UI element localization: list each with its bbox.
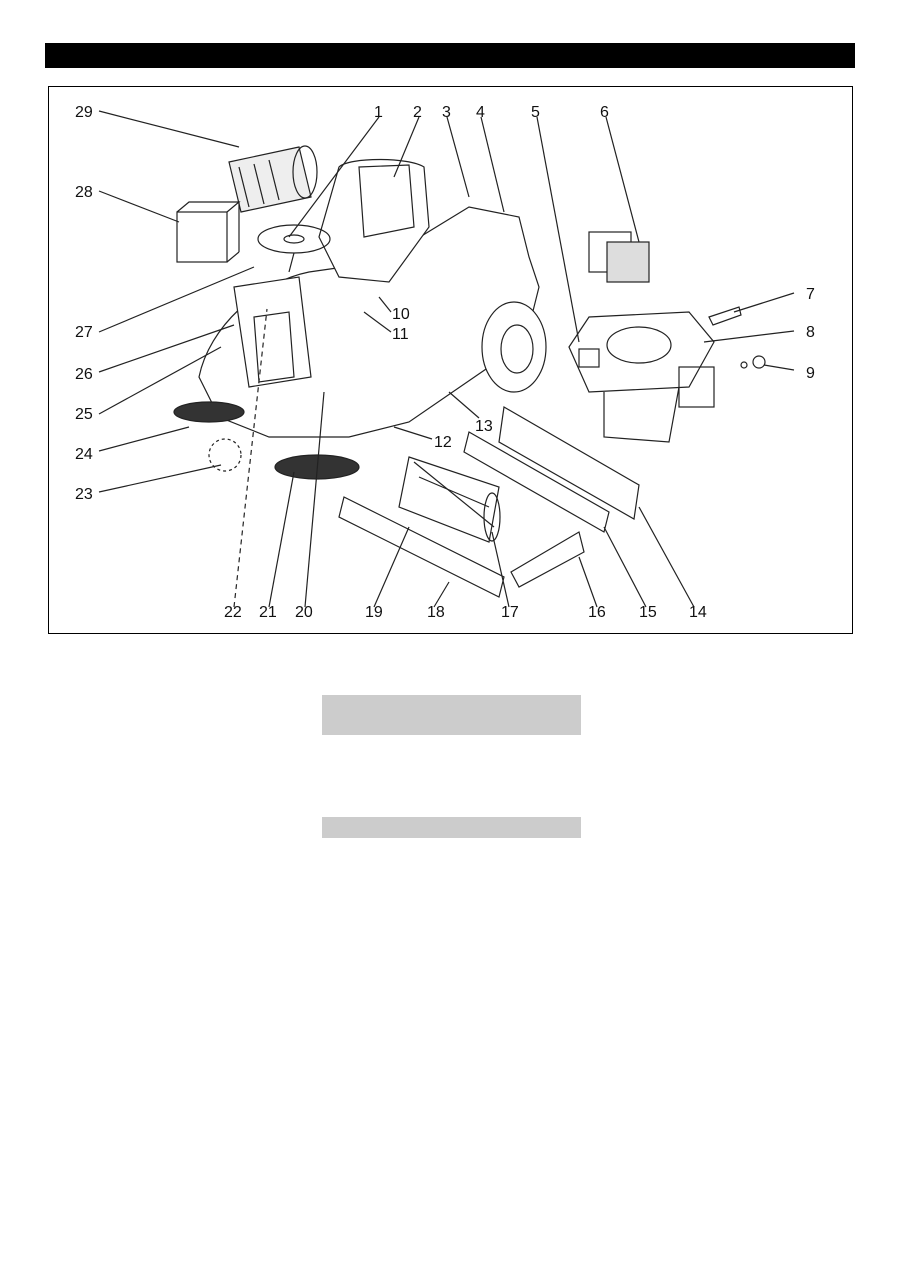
front-cover: [233, 276, 312, 388]
callout-29: 29: [75, 104, 93, 121]
callout-26: 26: [75, 366, 93, 383]
sweeper-illustration: 29 28 27 26 25 24 23 1 2 3 4 5 6 7 8 9 1…: [75, 104, 815, 621]
callout-15: 15: [639, 604, 657, 621]
spark-plug-7: [708, 306, 742, 326]
callout-19: 19: [365, 604, 383, 621]
exploded-view-figure: 29 28 27 26 25 24 23 1 2 3 4 5 6 7 8 9 1…: [48, 86, 853, 634]
sealing-strip-16: [510, 531, 585, 588]
callout-25: 25: [75, 406, 93, 423]
roller-brush-29: [228, 145, 318, 213]
callout-24: 24: [75, 446, 93, 463]
screw-detail-23: [208, 438, 242, 472]
callout-14: 14: [689, 604, 707, 621]
callout-22: 22: [224, 604, 242, 621]
callout-21: 21: [259, 604, 277, 621]
callout-18: 18: [427, 604, 445, 621]
callout-6: 6: [600, 104, 609, 121]
callout-8: 8: [806, 324, 815, 341]
callout-11: 11: [392, 326, 409, 343]
seat-back: [358, 164, 415, 238]
side-brush-24: [173, 401, 245, 423]
callout-10: 10: [392, 306, 410, 323]
header-bar: [45, 43, 855, 68]
callout-4: 4: [476, 104, 485, 121]
callout-23: 23: [75, 486, 93, 503]
engine-8: [568, 311, 715, 443]
sealing-strip-18: [338, 496, 505, 598]
callout-3: 3: [442, 104, 451, 121]
callout-27: 27: [75, 324, 93, 341]
battery-28: [176, 201, 241, 263]
callout-7: 7: [806, 286, 815, 303]
callout-2: 2: [413, 104, 422, 121]
callout-16: 16: [588, 604, 606, 621]
callout-13: 13: [475, 418, 493, 435]
steering-wheel: [257, 224, 331, 254]
cap-9: [752, 355, 766, 369]
gray-placeholder-block: [322, 695, 581, 735]
gray-placeholder-bar: [322, 817, 581, 838]
callout-9: 9: [806, 365, 815, 382]
callout-12: 12: [434, 434, 452, 451]
main-roller-17: [398, 456, 501, 543]
seat: [318, 158, 430, 283]
cover-panel: [253, 311, 295, 383]
callout-28: 28: [75, 184, 93, 201]
callout-20: 20: [295, 604, 313, 621]
callout-1: 1: [374, 104, 383, 121]
callout-5: 5: [531, 104, 540, 121]
sealing-strip-14: [498, 406, 640, 520]
air-filter-6: [588, 231, 650, 283]
sealing-strip-15: [463, 431, 610, 533]
callout-17: 17: [501, 604, 519, 621]
rear-wheel: [481, 301, 547, 393]
